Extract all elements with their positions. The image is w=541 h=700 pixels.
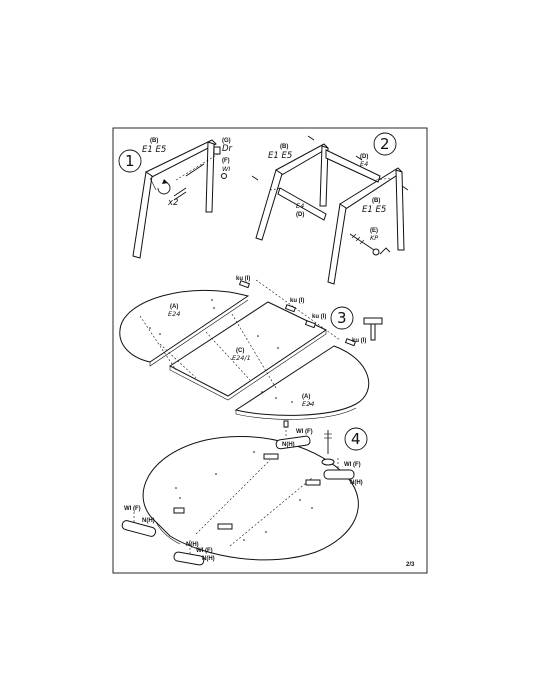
- part-a-label-1: (A): [170, 304, 178, 310]
- step-1-number: 1: [125, 152, 135, 170]
- dowel-alignment-lines: [139, 279, 341, 389]
- slide-rail-bottom: [173, 540, 205, 566]
- code-e24-2: E24: [302, 400, 314, 408]
- dowel-label-2: ku (I): [290, 298, 304, 304]
- bolt-and-key-icon: [349, 233, 391, 256]
- hw-label-f3: WI (F): [124, 506, 141, 512]
- step-4-number: 4: [351, 430, 361, 448]
- code-e1-e5-2a: E1 E5: [268, 151, 292, 161]
- code-e24-c: E24/1: [232, 354, 251, 362]
- table-frame: [255, 143, 405, 285]
- alignment-ticks: [251, 135, 409, 191]
- slide-rail-left: [121, 512, 157, 537]
- code-e24-1: E24: [168, 310, 180, 318]
- hw-label-h4: N(H): [186, 542, 199, 548]
- part-c-label: (C): [236, 348, 244, 354]
- step-3-circle: [330, 306, 354, 330]
- step-2: 2 (B) E1 E5 (D) E4 E4 (D) (B): [251, 132, 409, 285]
- step-3-number: 3: [337, 309, 347, 327]
- code-e1-e5-2b: E1 E5: [362, 205, 386, 215]
- hw-label-h3: N(H): [142, 518, 155, 524]
- dowel-label-1: ku (I): [236, 276, 250, 282]
- part-d-label-2a: (D): [360, 154, 368, 160]
- part-b-label: (B): [150, 138, 158, 144]
- brackets: [173, 453, 321, 530]
- table-top-underside: [142, 436, 359, 561]
- screwdriver-icon: [321, 430, 335, 466]
- code-dr: Dr: [222, 144, 233, 154]
- hw-label-h2: N(H): [350, 480, 363, 486]
- step-2-number: 2: [380, 135, 390, 153]
- part-g-label: (G): [222, 138, 231, 144]
- table-top-half-a2: [234, 345, 370, 420]
- step-2-circle: [373, 132, 397, 156]
- hw-label-h5: N(H): [202, 556, 215, 562]
- code-e1-e5: E1 E5: [142, 145, 166, 155]
- slide-rail-top: [275, 420, 311, 450]
- code-e4-2a: E4: [360, 160, 368, 168]
- step-4-circle: [344, 427, 368, 451]
- code-kp: KP: [370, 234, 378, 242]
- pilot-holes: [149, 299, 311, 405]
- part-e-label: (E): [370, 228, 378, 234]
- page-frame: [112, 127, 428, 574]
- page-number: 2/3: [406, 562, 415, 568]
- multiplier-x2: x2: [167, 198, 178, 208]
- hw-label-f4: WI (F): [196, 548, 213, 554]
- code-wi: WI: [222, 165, 230, 173]
- step-4: 4: [121, 420, 368, 566]
- table-leaf-c: [169, 301, 328, 401]
- hw-label-f2: WI (F): [344, 462, 361, 468]
- rotate-arrow-icon: [157, 179, 171, 195]
- code-e4-2b: E4: [296, 202, 304, 210]
- part-d-label-2b: (D): [296, 212, 304, 218]
- bolt-hardware-icon: [173, 146, 227, 201]
- underside-pilot-holes: [175, 451, 313, 541]
- dowel-pins: [238, 280, 357, 347]
- dowel-label-3: ku (I): [312, 314, 326, 320]
- table-top-half-a1: [119, 289, 250, 367]
- step-1: 1 (B) E1 E5 (G) Dr (F) WI x2: [118, 138, 233, 259]
- mallet-icon: [363, 317, 383, 341]
- step-3: 3: [119, 276, 383, 420]
- leg-frame-b: [132, 139, 217, 259]
- part-b-label-2b: (B): [372, 198, 380, 204]
- hw-label-f1: WI (F): [296, 429, 313, 435]
- part-a-label-2: (A): [302, 394, 310, 400]
- dowel-label-4: ku (I): [352, 338, 366, 344]
- slide-rail-right: [323, 458, 355, 480]
- step-1-circle: [118, 149, 142, 173]
- part-b-label-2a: (B): [280, 144, 288, 150]
- part-f-label: (F): [222, 158, 230, 164]
- hw-label-h1: N(H): [282, 442, 295, 448]
